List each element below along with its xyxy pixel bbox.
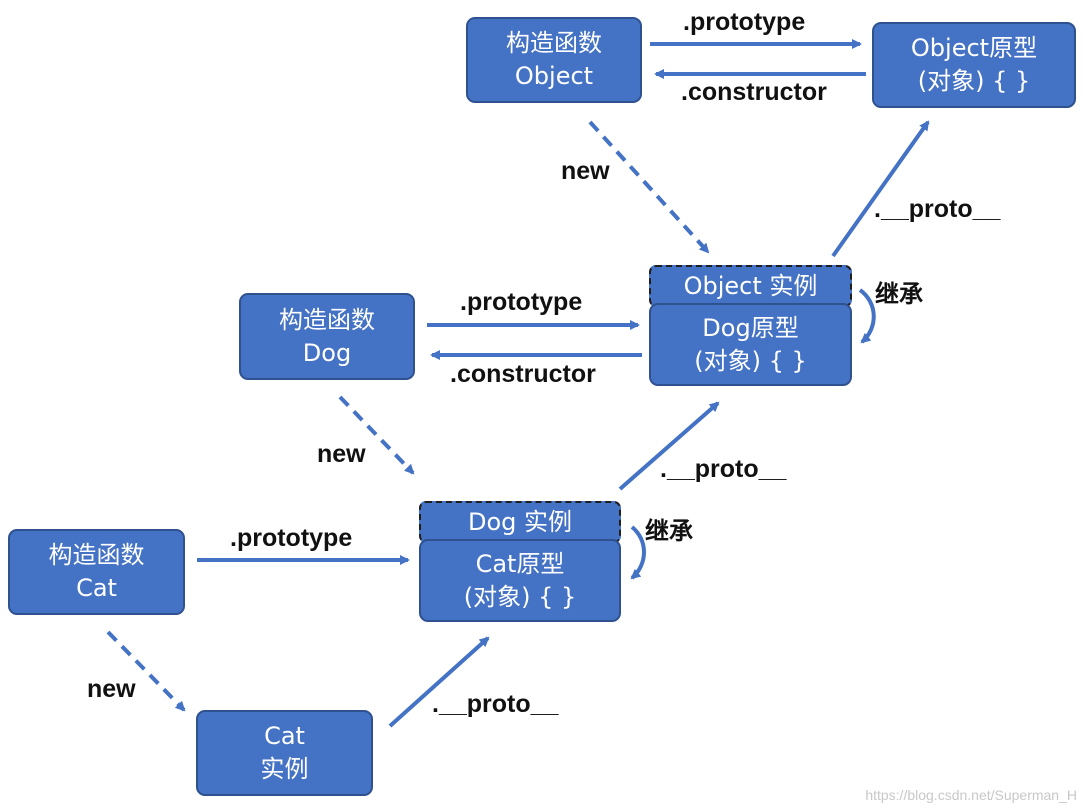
dog-inherit-curve-arrow: [630, 525, 646, 580]
object-proto-label: .__proto__: [874, 195, 1001, 223]
dog-proto-label: .__proto__: [660, 455, 787, 483]
dog-constructor-line2: Dog: [302, 338, 352, 367]
cat-constructor-line1: 构造函数: [48, 541, 145, 569]
object-instance-proto-arrow: [831, 120, 930, 258]
cat-constructor-line2: Cat: [76, 574, 117, 602]
object-new-label: new: [561, 157, 610, 185]
dog-constructor-line1: 构造函数: [279, 305, 375, 334]
cat-instance-line2: 实例: [260, 755, 309, 783]
watermark: https://blog.csdn.net/Superman_H: [865, 787, 1077, 803]
dog-constructor-label: .constructor: [450, 360, 596, 388]
dog-instance-node: Dog 实例: [419, 501, 621, 543]
object-instance-node: Object 实例: [649, 265, 852, 307]
object-prototype-label: .prototype: [683, 8, 806, 36]
object-inherit-label: 继承: [875, 280, 923, 308]
cat-prototype-line1: Cat原型: [475, 549, 565, 578]
cat-new-label: new: [87, 675, 136, 703]
dog-prototype-label: .prototype: [460, 288, 583, 316]
dog-prototype-line1: Dog原型: [702, 313, 799, 342]
object-constructor-line1: 构造函数: [506, 29, 602, 57]
dog-constructor-node: 构造函数 Dog: [239, 293, 415, 380]
object-prototype-line1: Object原型: [910, 34, 1038, 62]
object-new-arrow: [588, 120, 710, 254]
cat-proto-label: .__proto__: [432, 690, 559, 718]
object-inherit-curve-arrow: [858, 288, 876, 344]
dog-new-arrow: [338, 395, 415, 475]
dog-instance-proto-arrow: [618, 401, 720, 491]
dog-prototype-node: Dog原型 (对象) { }: [649, 303, 852, 386]
object-constructor-line2: Object: [514, 62, 594, 90]
cat-instance-node: Cat 实例: [196, 710, 373, 796]
cat-constructor-node: 构造函数 Cat: [8, 529, 185, 615]
dog-inherit-label: 继承: [645, 517, 693, 545]
dog-new-label: new: [317, 440, 366, 468]
object-constructor-label: .constructor: [681, 78, 827, 106]
object-constructor-node: 构造函数 Object: [466, 17, 642, 103]
cat-prototype-node: Cat原型 (对象) { }: [419, 539, 621, 622]
cat-instance-line1: Cat: [264, 722, 305, 750]
cat-new-arrow: [106, 630, 186, 712]
object-instance-label: Object 实例: [683, 272, 818, 300]
dog-instance-label: Dog 实例: [467, 508, 573, 536]
cat-prototype-line2: (对象) { }: [463, 582, 577, 611]
object-prototype-node: Object原型 (对象) { }: [872, 22, 1076, 108]
cat-prototype-label: .prototype: [230, 524, 353, 552]
cat-instance-proto-arrow: [388, 636, 490, 728]
object-prototype-line2: (对象) { }: [917, 67, 1031, 95]
dog-prototype-line2: (对象) { }: [694, 346, 807, 375]
